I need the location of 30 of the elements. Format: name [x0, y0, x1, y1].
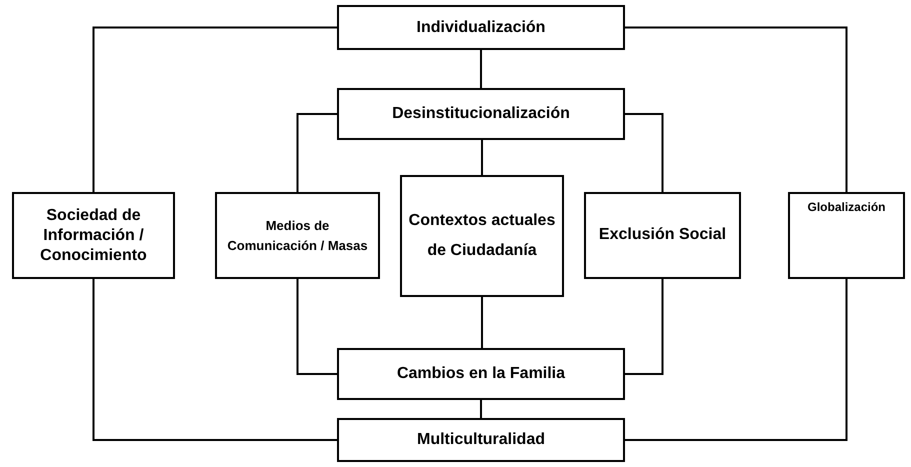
connector-line — [480, 50, 482, 88]
concept-box — [337, 418, 625, 462]
connector-line — [481, 297, 483, 348]
connector-line — [480, 400, 482, 418]
connector-line — [625, 279, 848, 441]
concept-box — [400, 175, 564, 297]
concept-label: Individualización — [416, 18, 546, 38]
connector-line — [92, 279, 337, 441]
connector-line — [625, 26, 848, 192]
concept-box — [788, 192, 905, 279]
connector-line — [625, 113, 664, 192]
concept-label: Desinstitucionalización — [392, 104, 570, 124]
concept-label: Cambios en la Familia — [396, 364, 566, 384]
concept-box — [337, 348, 625, 400]
concept-label: Contextos actuales de Ciudadanía — [408, 210, 556, 261]
concept-label: Exclusión Social — [598, 225, 726, 246]
connector-line — [625, 279, 664, 375]
concept-label: Multiculturalidad — [417, 430, 545, 450]
concept-label: Globalización — [807, 200, 886, 214]
connector-line — [296, 279, 337, 375]
concept-box — [215, 192, 380, 279]
concept-label: Sociedad de Información / Conocimiento — [39, 206, 148, 266]
concept-box — [337, 5, 625, 50]
connector-line — [92, 26, 337, 192]
connector-line — [296, 113, 337, 192]
concept-label: Medios de Comunicación / Masas — [226, 217, 369, 254]
concept-box — [12, 192, 175, 279]
concept-box — [584, 192, 741, 279]
concept-box — [337, 88, 625, 140]
connector-line — [481, 140, 483, 175]
